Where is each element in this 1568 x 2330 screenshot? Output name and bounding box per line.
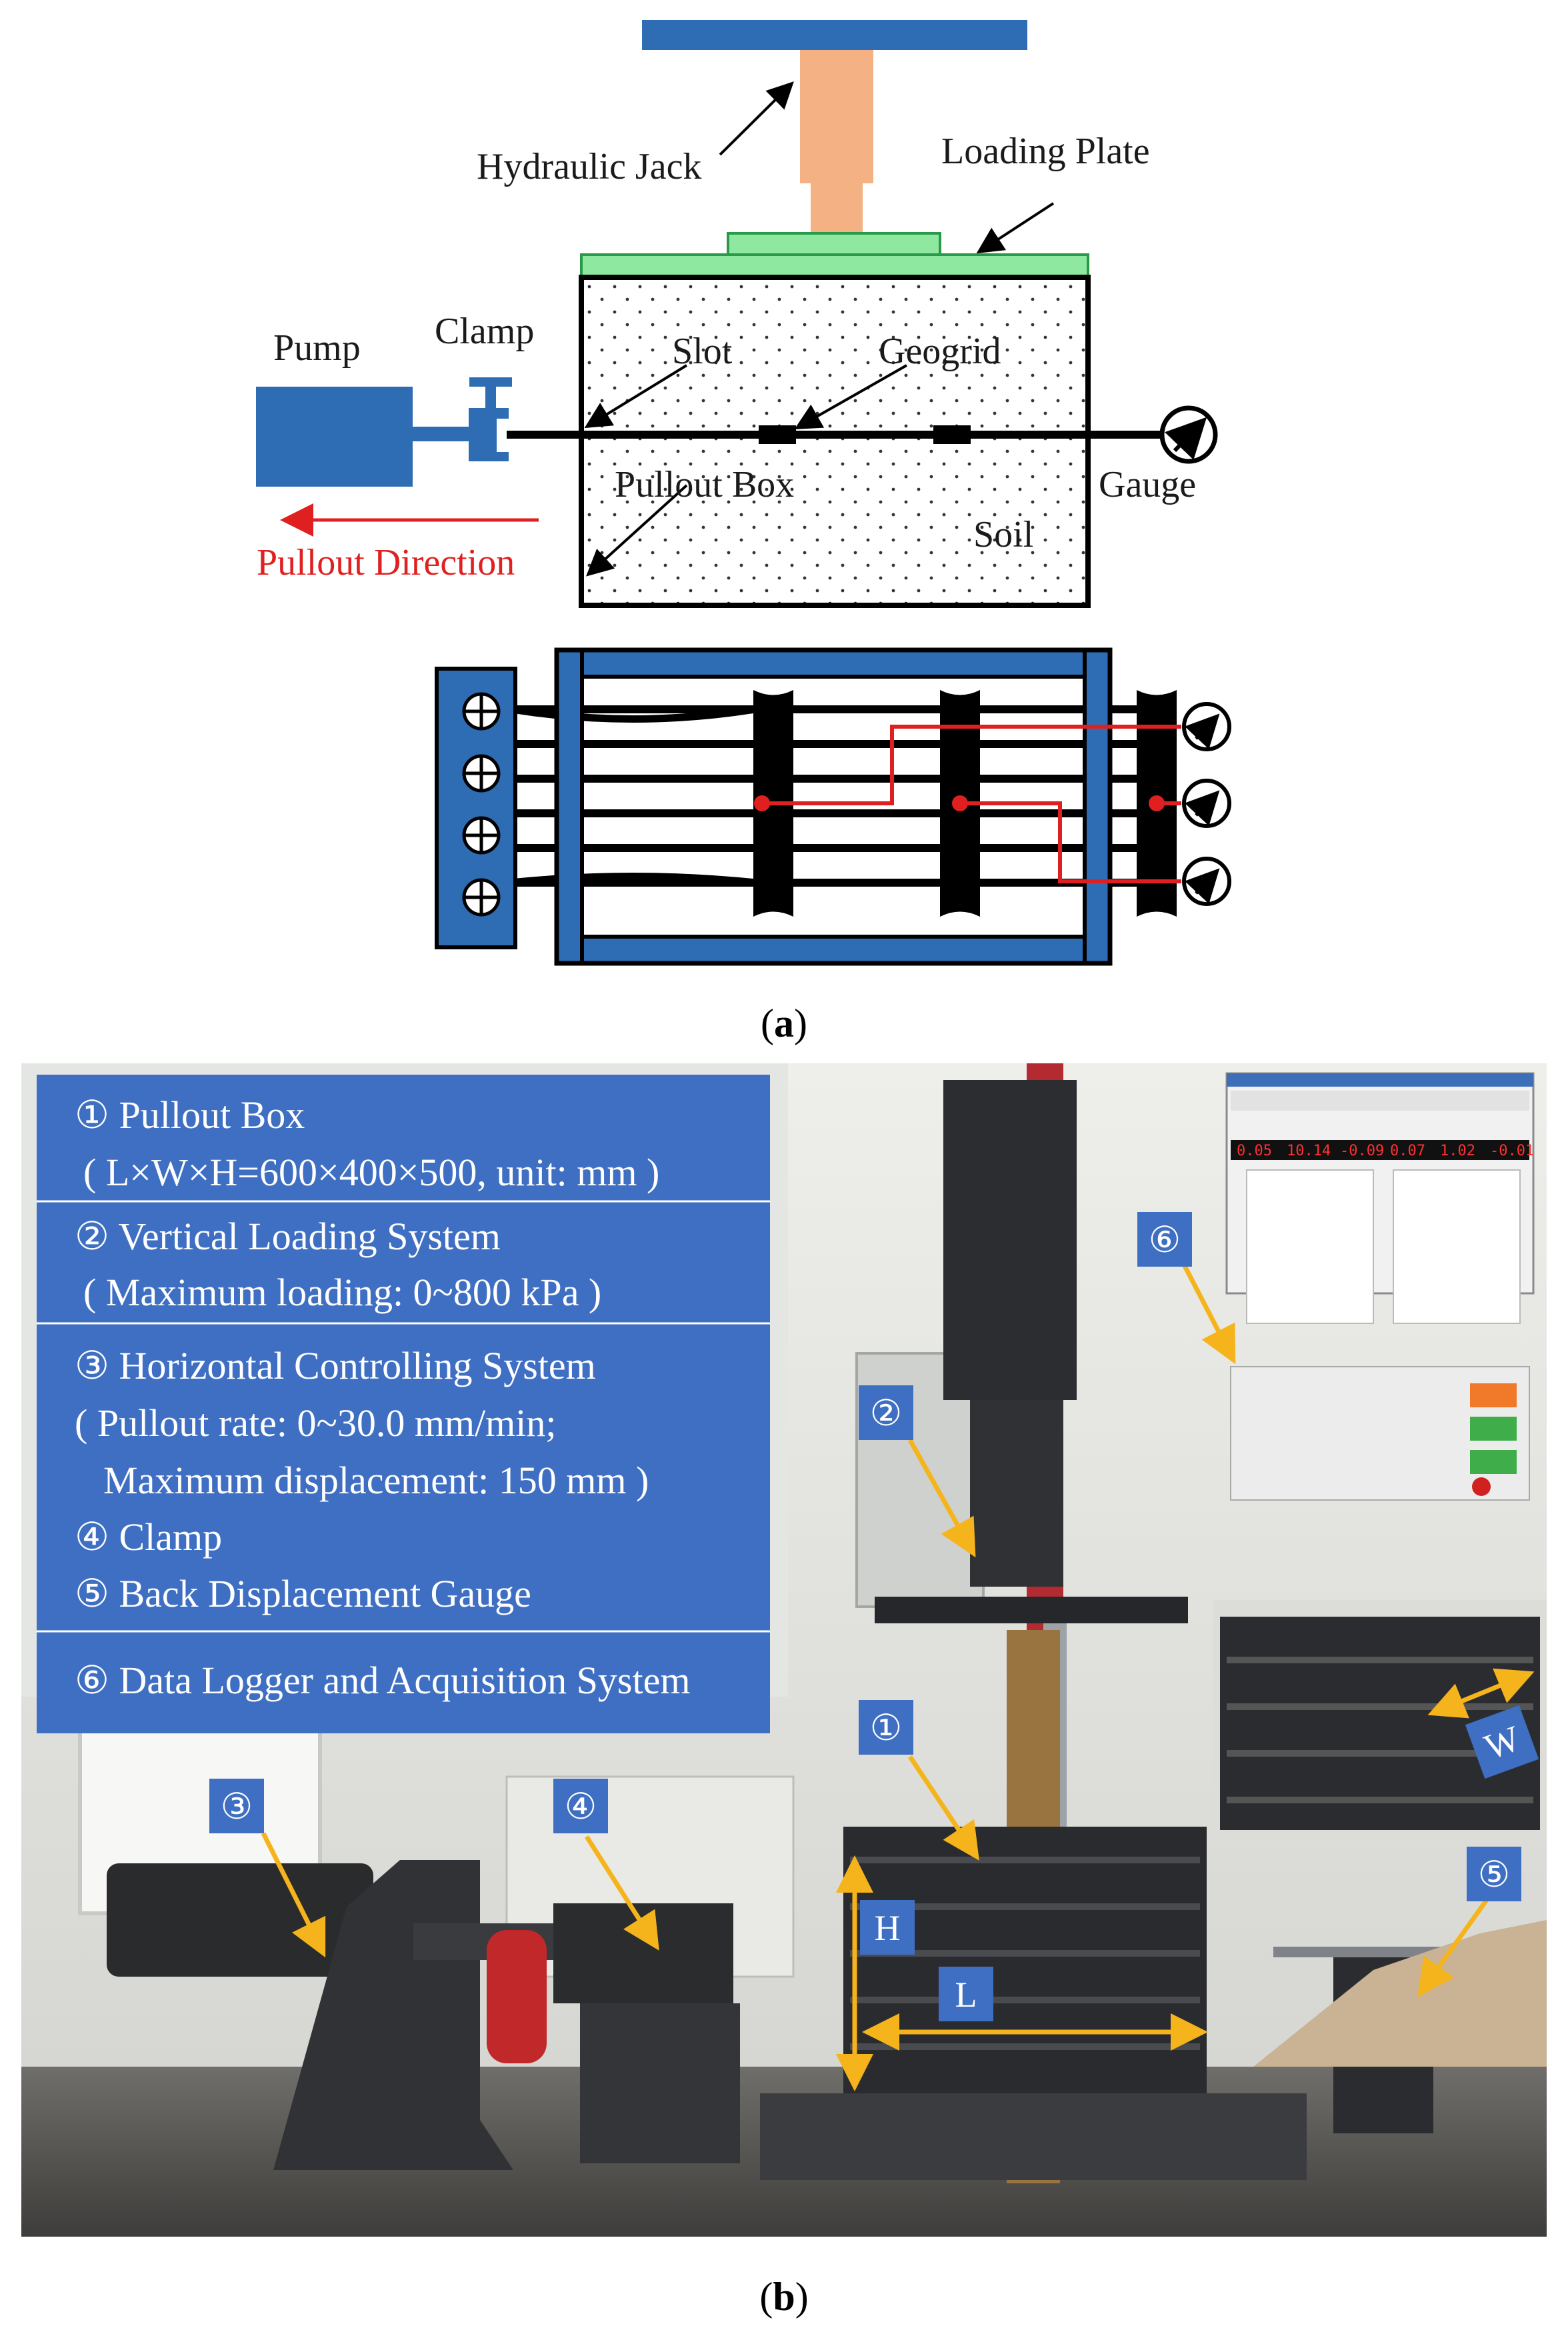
pointer-jack [719,81,794,156]
tag-l: L [939,1967,993,2021]
svg-text:③: ③ [221,1787,253,1827]
tag-4: ④ [553,1779,608,1833]
pump [256,387,413,487]
svg-text:①: ① [870,1708,902,1748]
gauge-icon [1182,702,1231,906]
pullout-box [579,275,1091,608]
caption-a: (a) [761,1001,807,1045]
photo-load-head [943,1080,1077,1400]
jack-top-plate [642,20,1027,50]
label-pump: Pump [273,327,361,369]
tag-6: ⑥ [1137,1212,1192,1267]
photo-fire-extinguisher [487,1930,547,2063]
legend-line-8: ④ Clamp [75,1515,222,1559]
top-view-box-bottom [555,935,1112,965]
pointer-plate [976,202,1055,254]
label-loading-plate: Loading Plate [941,131,1150,172]
svg-text:②: ② [870,1393,902,1433]
photo-load-cell [970,1400,1063,1587]
legend-line-3: ② Vertical Loading System [75,1215,501,1258]
inset-software-screen: 0.05 10.14 -0.09 0.07 1.02 -0.01 [1225,1072,1535,1501]
bolt-icon [462,692,501,917]
legend-line-4: ( Maximum loading: 0~800 kPa ) [83,1271,601,1314]
label-hydraulic-jack: Hydraulic Jack [477,146,701,187]
geogrid-node-1 [759,425,796,444]
readout-2: 10.14 [1287,1143,1331,1159]
photo-clamp-base [580,2003,740,2163]
label-geogrid: Geogrid [879,331,1001,372]
readout-5: 1.02 [1440,1143,1475,1159]
tag-5: ⑤ [1467,1847,1521,1901]
callout-arrows [261,1262,1535,2091]
pointer-slot [584,364,688,429]
label-soil: Soil [973,514,1033,555]
tag-h: H [860,1900,915,1955]
tag-3: ③ [209,1779,264,1833]
label-pullout-direction: Pullout Direction [257,542,515,583]
figure-a: Hydraulic Jack Loading Plate Pump Clamp … [256,20,1231,1045]
loading-plate-small [727,232,941,257]
legend-line-10: ⑥ Data Logger and Acquisition System [75,1659,690,1702]
gauge-icon [1159,405,1218,464]
caption-b: (b) [759,2275,808,2319]
svg-text:L: L [955,1975,977,2015]
clamp-handle [469,377,512,387]
tag-2: ② [859,1385,913,1440]
svg-text:⑥: ⑥ [1149,1220,1181,1260]
tag-w: W [1465,1705,1539,1779]
svg-text:⑤: ⑤ [1478,1855,1510,1895]
legend-line-1: ① Pullout Box [75,1093,305,1137]
label-gauge: Gauge [1099,464,1196,505]
top-view-box-outline [554,647,1113,966]
jack-cylinder [800,50,873,183]
tag-1: ① [859,1700,913,1755]
photo-gauge-rod [1273,1947,1447,1957]
legend-line-6: ( Pullout rate: 0~30.0 mm/min; [75,1401,557,1445]
photo-sand-pile [1253,1920,1547,2067]
figure-b: 0.05 10.14 -0.09 0.07 1.02 -0.01 ① Pullo… [21,1063,1547,2319]
label-clamp: Clamp [435,311,534,352]
pump-hose [413,427,473,441]
pointer-box [586,484,688,577]
pointer-geogrid [794,364,907,429]
top-view-box-top [555,648,1112,679]
legend-line-7: Maximum displacement: 150 mm ) [103,1459,649,1502]
photo-base-plate [760,2093,1307,2180]
top-view-box-left [555,648,584,965]
readout-3: -0.09 [1340,1143,1384,1159]
geogrid-node-2 [933,425,971,444]
clamp-screw [485,381,496,409]
legend-line-9: ⑤ Back Displacement Gauge [75,1572,531,1615]
readout-1: 0.05 [1237,1143,1272,1159]
top-view [435,647,1231,966]
label-pullout-box: Pullout Box [615,464,794,505]
wire-1 [762,725,1181,805]
top-view-box-right [1083,648,1112,965]
photo-clamp [553,1903,733,2003]
photo-pullout-box [843,1827,1207,2093]
legend-background [37,1075,770,1733]
svg-text:H: H [875,1908,901,1948]
legend-line-2: ( L×W×H=600×400×500, unit: mm ) [83,1151,659,1194]
svg-text:④: ④ [565,1787,597,1827]
wire-2 [960,801,1181,883]
label-slot: Slot [672,331,733,372]
legend-panel: ① Pullout Box ( L×W×H=600×400×500, unit:… [37,1075,770,1733]
jack-piston [811,183,863,237]
photo-load-platen [875,1597,1188,1623]
readout-4: 0.07 [1390,1143,1425,1159]
loading-plate [580,253,1089,279]
readout-6: -0.01 [1490,1143,1534,1159]
legend-line-5: ③ Horizontal Controlling System [75,1344,596,1387]
